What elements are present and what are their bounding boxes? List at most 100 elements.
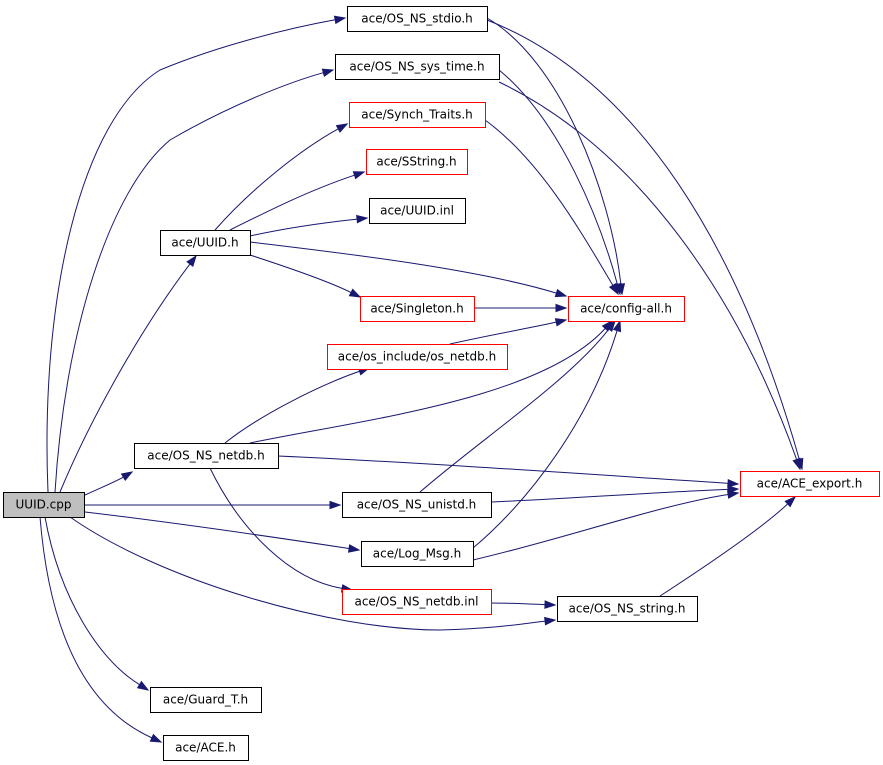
node-box [160, 230, 251, 256]
node-label: ace/SString.h [376, 155, 456, 169]
node-box [134, 443, 279, 469]
arrowhead [352, 171, 366, 180]
node-config-all[interactable]: ace/config-all.h [568, 296, 685, 322]
edge-netdb_h-to-netdb_inl [209, 467, 354, 593]
edge-uuid_h-to-sstring [229, 171, 366, 231]
node-label: ace/UUID.h [171, 236, 238, 250]
arrowhead [136, 680, 150, 691]
arrowhead [348, 288, 362, 298]
arrowhead [321, 68, 335, 77]
edge-uuid_h-to-synch_traits [214, 123, 349, 231]
node-label: ace/Synch_Traits.h [361, 108, 472, 122]
edge-uuid_cpp-to-guard_t [44, 516, 150, 691]
node-box [360, 296, 475, 322]
node-sstring[interactable]: ace/SString.h [366, 149, 468, 175]
node-label: ace/UUID.inl [380, 204, 454, 218]
edge-unistd-to-config_all [419, 319, 616, 493]
node-log-msg[interactable]: ace/Log_Msg.h [361, 541, 474, 567]
node-os-netdb[interactable]: ace/os_include/os_netdb.h [327, 344, 508, 370]
node-box [342, 492, 492, 518]
edge-sys_time-to-config_all [498, 69, 622, 296]
edge-uuid_cpp-to-string_h [69, 516, 557, 631]
edge-string_h-to-ace_export [659, 495, 797, 597]
edges-layer [39, 15, 804, 743]
edge-netdb_h-to-config_all [249, 319, 613, 444]
node-uuid-cpp[interactable]: UUID.cpp [3, 492, 85, 518]
node-unistd[interactable]: ace/OS_NS_unistd.h [342, 492, 492, 518]
node-ace-h[interactable]: ace/ACE.h [163, 735, 249, 761]
node-box [3, 492, 85, 518]
nodes-layer: UUID.cpp ace/OS_NS_stdio.h ace/OS_NS_sys_t… [3, 6, 880, 761]
edge-uuid_cpp-to-ace_h [39, 516, 163, 743]
node-label: ace/OS_NS_netdb.h [147, 449, 264, 463]
node-label: UUID.cpp [16, 498, 72, 512]
node-label: ace/Singleton.h [370, 302, 463, 316]
node-label: ace/config-all.h [580, 302, 672, 316]
node-string-h[interactable]: ace/OS_NS_string.h [557, 596, 698, 622]
node-box [163, 735, 249, 761]
node-label: ace/Log_Msg.h [373, 547, 461, 561]
arrowhead [608, 282, 619, 296]
node-synch-traits[interactable]: ace/Synch_Traits.h [349, 102, 486, 128]
node-box [557, 596, 698, 622]
node-uuid-h[interactable]: ace/UUID.h [160, 230, 251, 256]
edge-synch_traits-to-config_all [484, 119, 619, 296]
node-box [335, 54, 500, 80]
node-box [349, 102, 486, 128]
edge-netdb_inl-to-string_h [490, 600, 557, 609]
edge-uuid_cpp-to-sys_time [54, 68, 335, 493]
node-label: ace/OS_NS_netdb.inl [354, 595, 478, 609]
node-guard-t[interactable]: ace/Guard_T.h [150, 687, 262, 713]
arrowhead [605, 319, 616, 332]
node-box [347, 6, 488, 32]
node-box [327, 344, 508, 370]
edge-uuid_cpp-to-unistd [85, 500, 342, 510]
node-label: ace/ACE_export.h [757, 477, 863, 491]
node-netdb-inl[interactable]: ace/OS_NS_netdb.inl [342, 589, 492, 615]
node-label: ace/Guard_T.h [163, 693, 248, 707]
node-uuid-inl[interactable]: ace/UUID.inl [369, 198, 466, 224]
arrowhead [554, 318, 568, 327]
node-netdb-h[interactable]: ace/OS_NS_netdb.h [134, 443, 279, 469]
arrowhead [120, 471, 134, 482]
edge-netdb_h-to-os_netdb [224, 367, 371, 444]
edge-log_msg-to-config_all [472, 319, 622, 549]
arrowhead [784, 495, 797, 508]
edge-netdb_h-to-ace_export [277, 455, 740, 488]
arrowhead [727, 479, 740, 488]
node-box [369, 198, 466, 224]
arrowhead [726, 490, 740, 499]
edge-stdio-to-ace_export [486, 19, 804, 471]
edge-os_netdb-to-config_all [449, 318, 568, 345]
node-box [568, 296, 685, 322]
edge-uuid_cpp-to-stdio [46, 15, 347, 493]
arrowhead [356, 214, 369, 224]
node-box [150, 687, 262, 713]
node-label: ace/ACE.h [175, 741, 236, 755]
arrowhead [149, 733, 163, 743]
node-ace-export[interactable]: ace/ACE_export.h [740, 471, 880, 497]
node-box [361, 541, 474, 567]
edge-uuid_h-to-config_all [249, 241, 568, 298]
arrowhead [347, 544, 361, 553]
arrowhead [612, 319, 622, 333]
node-box [342, 589, 492, 615]
edge-uuid_cpp-to-uuid_h [59, 254, 197, 493]
arrowhead [329, 500, 342, 510]
edge-log_msg-to-ace_export [472, 490, 740, 561]
node-singleton[interactable]: ace/Singleton.h [360, 296, 475, 322]
edge-uuid_h-to-singleton [249, 254, 362, 298]
node-box [740, 471, 880, 497]
edge-uuid_cpp-to-log_msg [84, 511, 361, 553]
arrowhead [335, 123, 349, 133]
arrowhead [554, 288, 568, 298]
node-label: ace/OS_NS_string.h [569, 602, 686, 616]
node-box [366, 149, 468, 175]
node-label: ace/OS_NS_sys_time.h [349, 60, 484, 74]
arrowhead [792, 457, 801, 471]
node-stdio[interactable]: ace/OS_NS_stdio.h [347, 6, 488, 32]
node-sys-time[interactable]: ace/OS_NS_sys_time.h [335, 54, 500, 80]
edge-uuid_h-to-uuid_inl [249, 214, 369, 237]
arrowhead [186, 254, 197, 267]
edge-sys_time-to-ace_export [498, 81, 801, 471]
